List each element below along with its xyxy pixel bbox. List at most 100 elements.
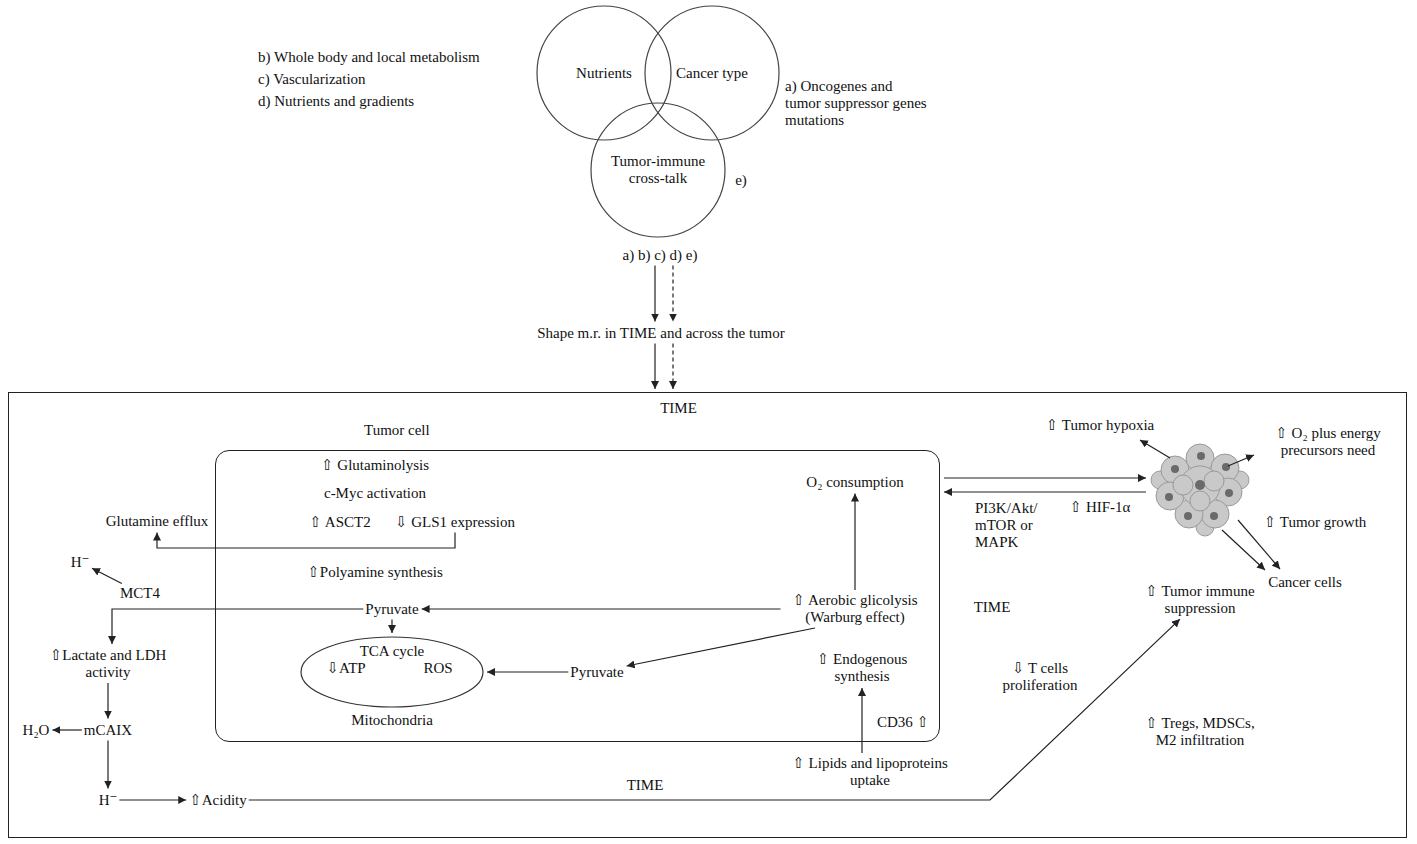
annotation-label: c-Myc activation <box>324 485 426 502</box>
annotation-label: ⇧ O₂ plus energy precursors need <box>1263 425 1393 459</box>
flow-arrow <box>422 608 781 609</box>
node-text: H₂O <box>23 722 50 739</box>
signal-arrow <box>944 491 1146 492</box>
effect-arrow <box>1222 530 1265 570</box>
label-box: Cancer cells <box>1268 574 1342 591</box>
flow-arrow <box>654 266 655 322</box>
annotation-label: TIME <box>974 599 1011 616</box>
flow-arrow <box>157 533 455 549</box>
time-region: ⇩ GLS1 expressionPyruvate O₂ consumption ⇧… <box>8 392 1407 838</box>
annotation-label: ⇧ Tregs, MDSCs, M2 infiltration <box>1140 715 1260 749</box>
metabolite-text: Pyruvate <box>570 664 623 681</box>
annotation-label: ⇧ Glutaminolysis <box>321 457 429 474</box>
node-text: ⇧ Endogenous synthesis <box>812 651 912 685</box>
node-text: Pyruvate <box>365 601 418 618</box>
annotation-label: Cancer cells <box>1268 574 1342 591</box>
ion-text: H⁻ <box>71 554 90 571</box>
enzyme-text: mCAIX <box>84 722 132 739</box>
annotation-label: ⇧ Tumor growth <box>1264 514 1367 531</box>
process-text: O₂ consumption <box>806 474 903 491</box>
flow-arrow <box>107 683 108 719</box>
node-text: Tumor cell <box>364 422 430 439</box>
label-box: ⇧Polyamine synthesis <box>307 564 442 581</box>
mitochondria-ellipse: TCA cycle⇩ATPROSMitochondria <box>300 636 484 708</box>
flow-arrow <box>119 799 186 800</box>
label-box: a) Oncogenes and tumor suppressor genes … <box>785 78 929 129</box>
node-text: Cancer type <box>676 65 748 82</box>
flow-arrow <box>249 619 1180 800</box>
annotation-label: ⇧ Tumor hypoxia <box>1046 417 1154 434</box>
node-text: Shape m.r. in TIME and across the tumor <box>537 325 785 342</box>
label-box: d) Nutrients and gradients <box>258 93 414 110</box>
outcome-text: ⇧ Tumor immune suppression <box>1143 583 1258 617</box>
node-text: Nutrients <box>576 65 632 82</box>
flow-arrow <box>112 609 363 644</box>
tumor-illustration <box>1151 444 1249 536</box>
node-text: O₂ consumption <box>806 474 903 491</box>
label-box: ⇧ Tregs, MDSCs, M2 infiltration <box>1140 715 1260 749</box>
venn-circle: Tumor-immune cross-talk <box>590 102 726 238</box>
annotation-label: TIME <box>627 777 664 794</box>
annotation-label: c) Vascularization <box>258 71 366 88</box>
node-text: TIME <box>660 400 697 417</box>
annotation-label: PI3K/Akt/ mTOR or MAPK <box>975 500 1050 551</box>
signal-arrows <box>944 440 1280 570</box>
node-text: Glutamine efflux <box>106 513 209 530</box>
node-text: ROS <box>401 660 475 677</box>
flow-arrow <box>654 344 655 390</box>
node-text: ⇧Acidity <box>189 792 247 809</box>
node-text: MCT4 <box>120 585 160 602</box>
signal-arrow <box>944 477 1146 478</box>
label-box: ⇧ Tumor growth <box>1264 514 1367 531</box>
node-text: Pyruvate <box>570 664 623 681</box>
metabolite-text: H₂O <box>23 722 50 739</box>
label-box: CD36 ⇧ <box>877 714 929 731</box>
label-box: TIME <box>627 777 664 794</box>
label-box: ⇧ HIF-1α <box>1070 499 1131 516</box>
flow-arrow <box>391 620 392 634</box>
label-box: c) Vascularization <box>258 71 366 88</box>
metabolite-text: Pyruvate <box>365 601 418 618</box>
process-text: ⇧ Aerobic glicolysis (Warburg effect) <box>783 592 928 626</box>
annotation-label: ⇧ ASCT2 <box>309 514 370 531</box>
flow-arrow <box>92 568 122 583</box>
node-text: mCAIX <box>84 722 132 739</box>
node-text: ⇩ GLS1 expression <box>395 514 515 531</box>
transporter-text: MCT4 <box>120 585 160 602</box>
flow-arrow <box>107 741 108 789</box>
annotation-label: CD36 ⇧ <box>877 714 929 731</box>
circle-outline <box>591 103 725 237</box>
ion-text: H⁻ <box>99 792 118 809</box>
label-box: ⇧ O₂ plus energy precursors need <box>1263 425 1393 459</box>
summary-text: Shape m.r. in TIME and across the tumor <box>537 325 785 342</box>
annotation-label: ⇧ HIF-1α <box>1070 499 1131 516</box>
effect-arrow <box>1228 455 1254 466</box>
annotation-label: b) Whole body and local metabolism <box>258 49 480 66</box>
annotation-label: d) Nutrients and gradients <box>258 93 414 110</box>
node-text: ⇧ Aerobic glicolysis (Warburg effect) <box>783 592 928 626</box>
ellipse-outline <box>301 637 483 707</box>
flow-arrow <box>854 494 855 591</box>
process-text: ⇧Lactate and LDH activity <box>46 647 170 681</box>
process-text: ⇧ Lipids and lipoproteins uptake <box>790 755 950 789</box>
node-text: TCA cycle <box>300 643 484 660</box>
label-box: e) <box>735 172 747 189</box>
annotation-label: a) Oncogenes and tumor suppressor genes … <box>785 78 929 129</box>
circle-outline <box>645 6 779 140</box>
cell-nuclei <box>1165 452 1233 520</box>
flow-arrow <box>672 344 673 390</box>
node-text: H⁻ <box>71 554 90 571</box>
circle-outline <box>537 6 671 140</box>
flow-arrow <box>487 671 568 672</box>
node-text: ⇧Lactate and LDH activity <box>46 647 170 681</box>
node-text: ⇧ Lipids and lipoproteins uptake <box>790 755 950 789</box>
process-text: Glutamine efflux <box>106 513 209 530</box>
label-box: b) Whole body and local metabolism <box>258 49 480 66</box>
node-text: Mitochondria <box>300 712 484 729</box>
label-box: ⇧ Glutaminolysis <box>321 457 429 474</box>
node-text: ⇩ATP <box>309 660 383 677</box>
annotation-label: e) <box>735 172 747 189</box>
flow-arrow <box>861 688 862 753</box>
flow-arrow <box>52 729 81 730</box>
